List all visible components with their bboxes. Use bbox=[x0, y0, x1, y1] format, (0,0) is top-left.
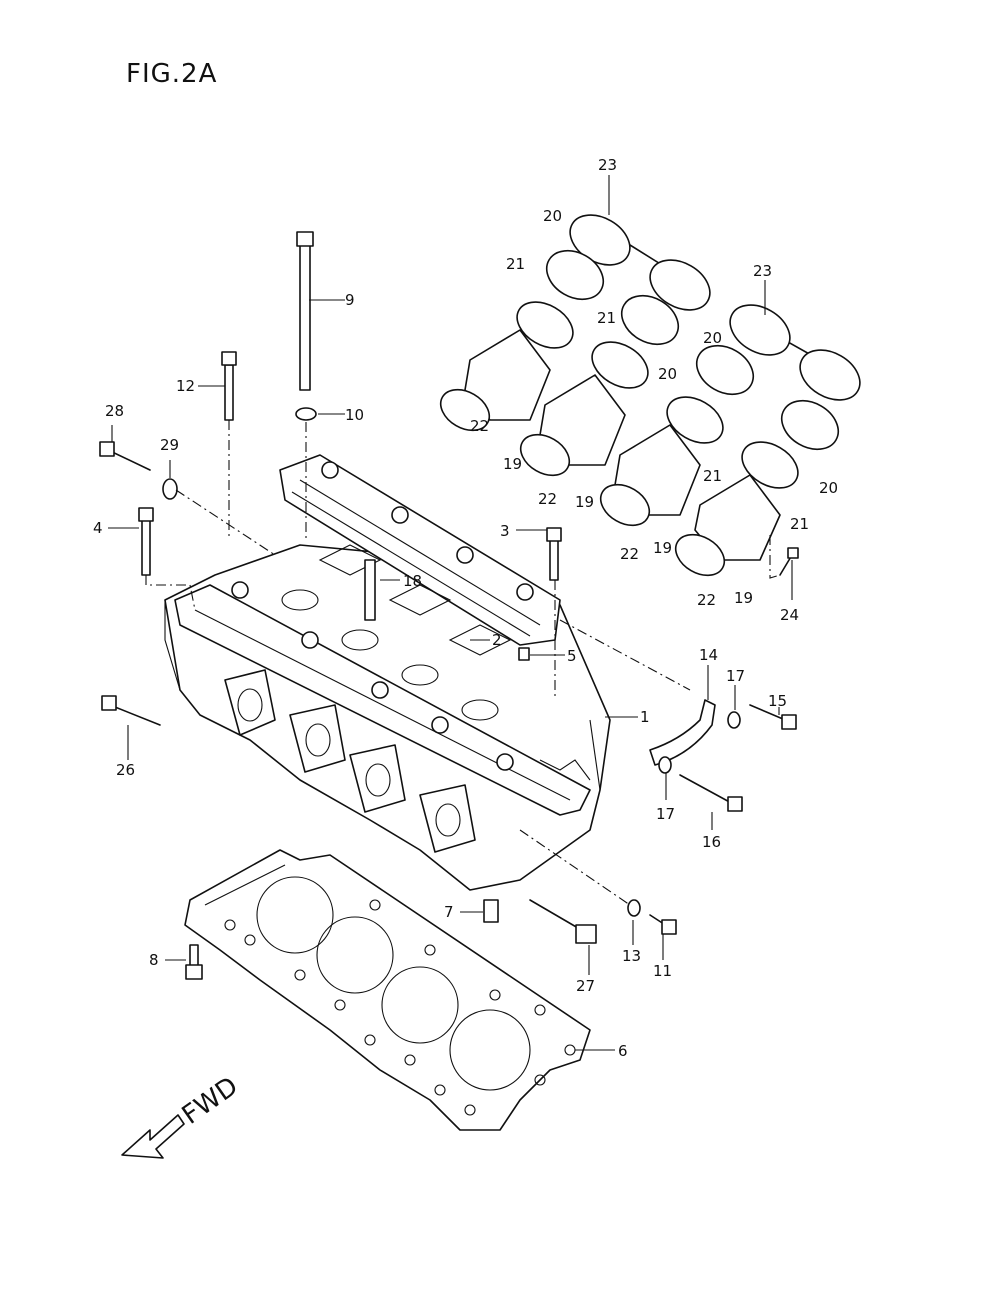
callout-24: 24 bbox=[780, 606, 799, 624]
callout-18: 18 bbox=[403, 572, 422, 590]
callout-23a: 23 bbox=[598, 156, 617, 174]
cylinder-head bbox=[164, 454, 611, 891]
callout-17b: 17 bbox=[656, 805, 675, 823]
fwd-label: FWD bbox=[177, 1071, 244, 1130]
callout-26: 26 bbox=[116, 761, 135, 779]
callout-19b: 19 bbox=[575, 493, 594, 511]
callout-6: 6 bbox=[618, 1042, 628, 1060]
callout-8: 8 bbox=[149, 951, 159, 969]
callout-21d: 21 bbox=[790, 515, 809, 533]
callout-9: 9 bbox=[345, 291, 355, 309]
callout-4: 4 bbox=[93, 519, 103, 537]
callout-28: 28 bbox=[105, 402, 124, 420]
callout-20b: 20 bbox=[658, 365, 677, 383]
callout-22c: 22 bbox=[620, 545, 639, 563]
callout-21a: 21 bbox=[506, 255, 525, 273]
callout-5: 5 bbox=[567, 647, 577, 665]
callout-3: 3 bbox=[500, 522, 510, 540]
callout-10: 10 bbox=[345, 406, 364, 424]
figure-title: FIG.2A bbox=[126, 59, 217, 89]
callout-20c: 20 bbox=[703, 329, 722, 347]
callout-22a: 22 bbox=[470, 417, 489, 435]
intake-assembly bbox=[439, 214, 861, 577]
callout-22d: 22 bbox=[697, 591, 716, 609]
callout-23b: 23 bbox=[753, 262, 772, 280]
forward-direction-arrow bbox=[121, 1114, 185, 1159]
callout-2: 2 bbox=[492, 631, 502, 649]
callout-21b: 21 bbox=[597, 309, 616, 327]
callout-19a: 19 bbox=[503, 455, 522, 473]
callout-12: 12 bbox=[176, 377, 195, 395]
callout-19d: 19 bbox=[734, 589, 753, 607]
callout-labels: 1 2 3 4 5 6 7 8 9 10 11 12 13 14 15 16 1… bbox=[93, 156, 838, 1060]
fasteners bbox=[99, 231, 799, 980]
callout-27: 27 bbox=[576, 977, 595, 995]
callout-14: 14 bbox=[699, 646, 718, 664]
callout-1: 1 bbox=[640, 708, 650, 726]
callout-15: 15 bbox=[768, 692, 787, 710]
head-gasket bbox=[184, 849, 591, 1131]
callout-21c: 21 bbox=[703, 467, 722, 485]
callout-22b: 22 bbox=[538, 490, 557, 508]
callout-17a: 17 bbox=[726, 667, 745, 685]
callout-16: 16 bbox=[702, 833, 721, 851]
callout-13: 13 bbox=[622, 947, 641, 965]
leader-lines bbox=[108, 175, 793, 1051]
callout-20a: 20 bbox=[543, 207, 562, 225]
callout-19c: 19 bbox=[653, 539, 672, 557]
callout-7: 7 bbox=[444, 903, 454, 921]
callout-20d: 20 bbox=[819, 479, 838, 497]
callout-29: 29 bbox=[160, 436, 179, 454]
callout-11: 11 bbox=[653, 962, 672, 980]
